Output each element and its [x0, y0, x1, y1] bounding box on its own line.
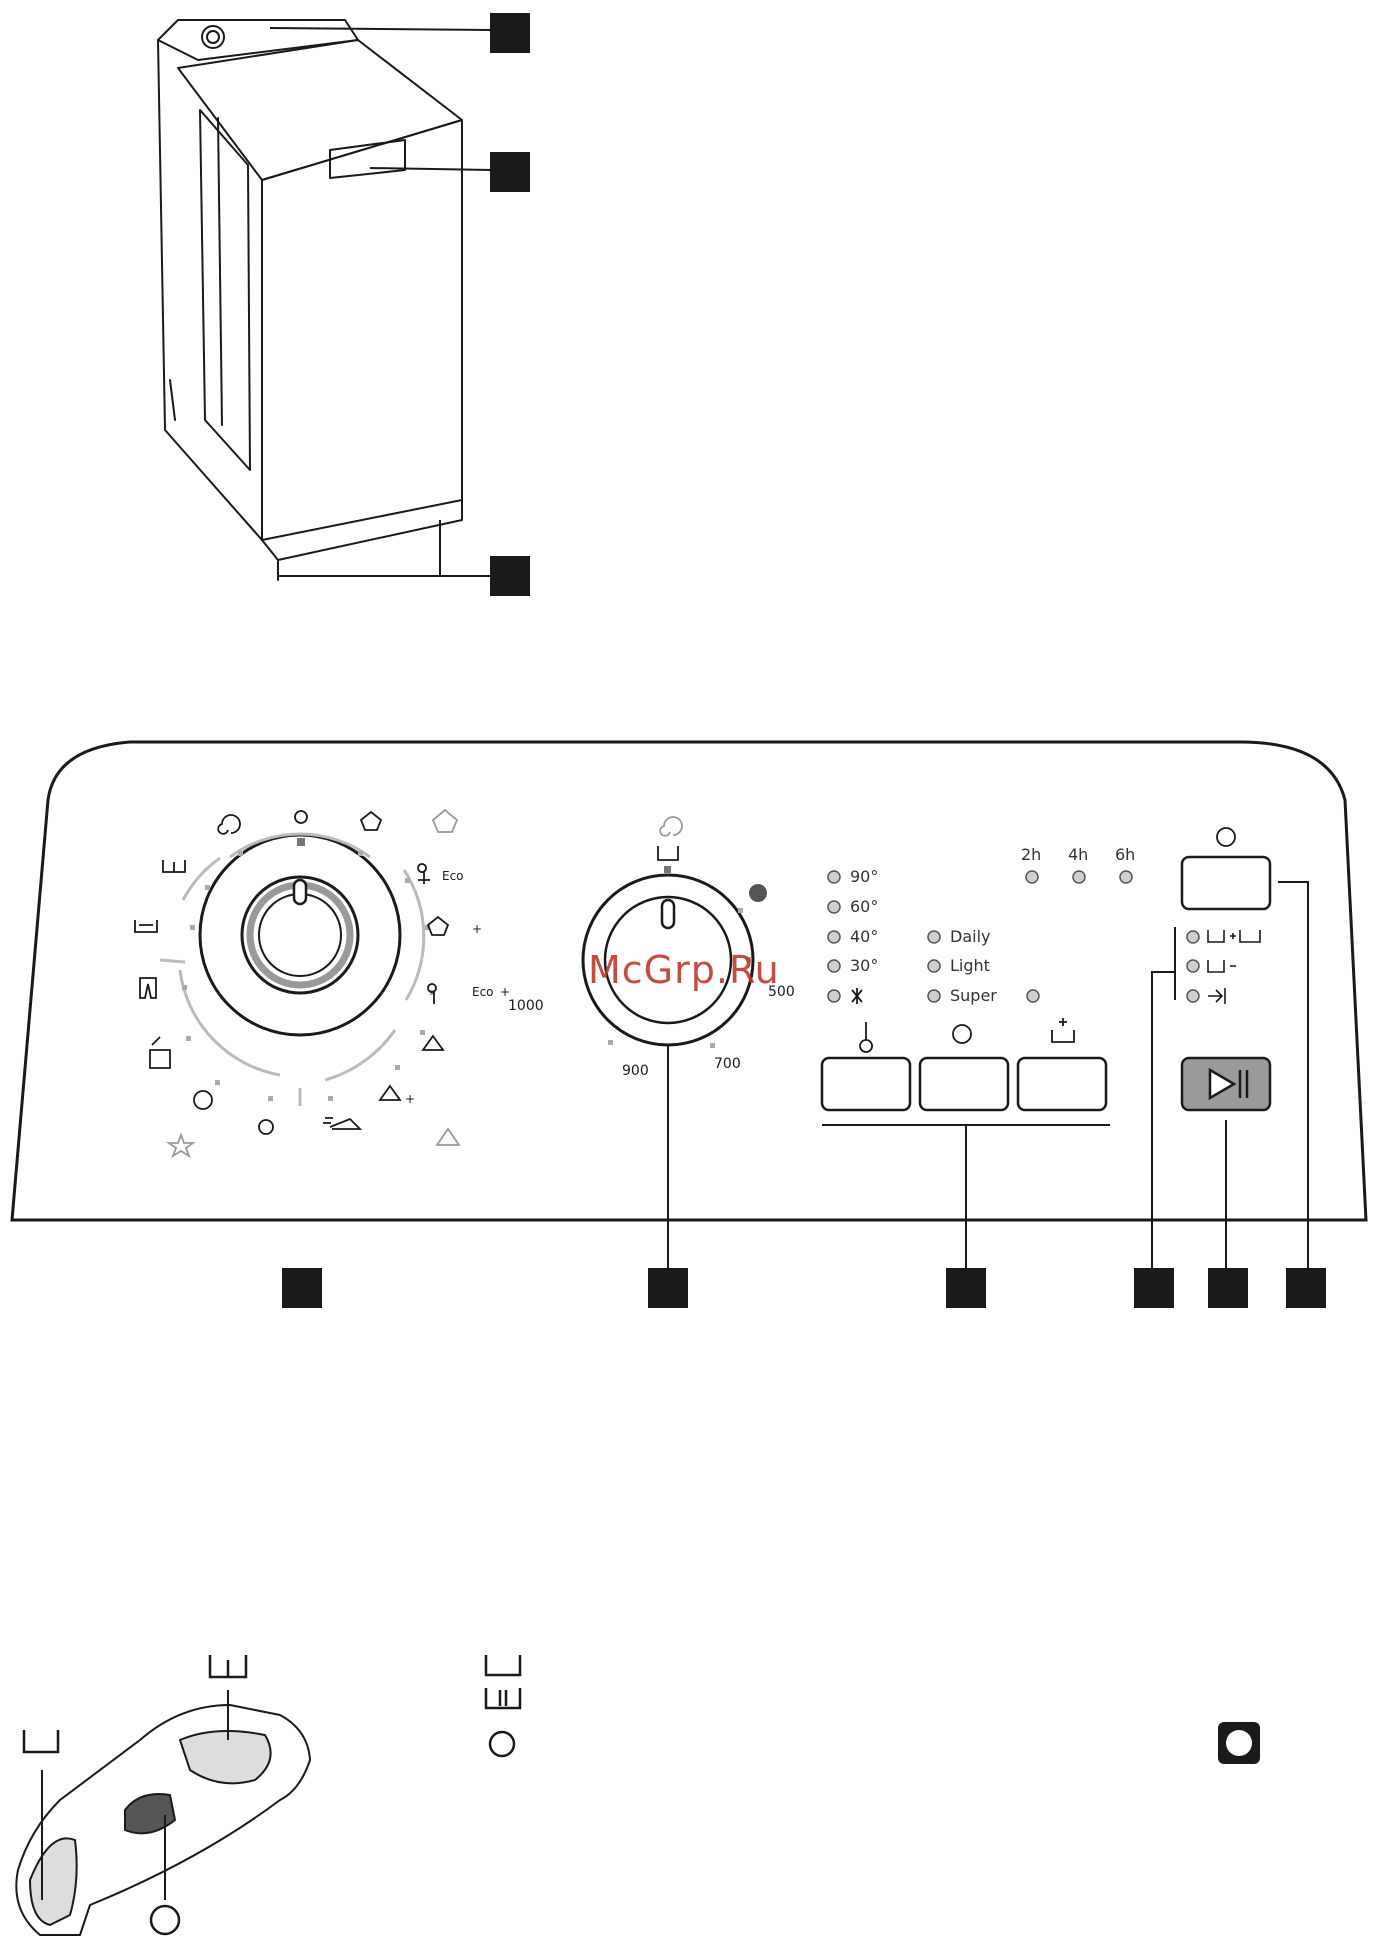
- main-wash-compartment-icon: [208, 1655, 248, 1679]
- off-icon: [294, 810, 308, 824]
- spin-icon: [659, 816, 683, 837]
- cotton-icon: [359, 810, 383, 831]
- callout-marker-4: [282, 1268, 322, 1308]
- indicator-leds: [827, 870, 1200, 1003]
- eco-prewash-icon: [427, 983, 437, 1004]
- extra-rinse-button: [1016, 1056, 1108, 1112]
- spin-speed-700: 700: [714, 1056, 741, 1072]
- machine-knob: [201, 25, 225, 49]
- callout-marker-9: [1286, 1268, 1326, 1308]
- extra-rinse-icon: [1051, 1018, 1075, 1043]
- spin-icon: [217, 814, 241, 835]
- control-panel-figure: [10, 740, 1368, 1275]
- softener-compartment: [124, 1793, 176, 1835]
- legend-main-wash-icon: [484, 1688, 522, 1710]
- delay-start-button: [1180, 855, 1272, 911]
- callout-marker-3: [490, 556, 530, 596]
- temp-30: 30°: [850, 956, 879, 975]
- temperature-button: [820, 1056, 912, 1112]
- temp-40: 40°: [850, 927, 879, 946]
- spin-speed-900: 900: [622, 1063, 649, 1079]
- option-daily: Daily: [950, 927, 991, 946]
- machine-front: [261, 119, 463, 541]
- spin-speed-dial: [581, 816, 767, 1275]
- callout-line-2: [369, 167, 493, 171]
- side-panel: [199, 109, 251, 471]
- panel-outline: [10, 740, 1368, 1222]
- rinse-spin-option-icon: [1207, 960, 1236, 973]
- prewash-compartment: [29, 1837, 78, 1926]
- eco-icon: [417, 863, 430, 884]
- callout-marker-7: [1134, 1268, 1174, 1308]
- callout-marker-5: [648, 1268, 688, 1308]
- program-label-plus-3: +: [405, 1092, 416, 1106]
- drain-icon: [162, 860, 186, 873]
- callout-line-1: [269, 27, 491, 31]
- prewash-compartment-icon: [22, 1730, 60, 1754]
- cold-wash-icon: [851, 988, 863, 1004]
- delay-6h: 6h: [1115, 845, 1136, 864]
- machine-top-panel: [157, 19, 359, 61]
- delay-start-icon: [1216, 827, 1236, 847]
- program-label-eco-1: Eco: [442, 869, 464, 883]
- rinse-hold-icon: [749, 884, 767, 902]
- max-level-circle-icon: [1226, 1730, 1252, 1756]
- lid-handle: [329, 139, 406, 179]
- handwash-icon: [149, 1036, 171, 1069]
- spin-speed-1000: 1000: [508, 998, 544, 1014]
- dispenser-outline: [15, 1704, 311, 1936]
- cotton-light-icon: [431, 808, 459, 833]
- program-label-plus-1: +: [472, 922, 483, 936]
- main-wash-compartment: [179, 1730, 272, 1785]
- skip-option-icon: [1208, 988, 1226, 1004]
- program-dial: [134, 808, 461, 1159]
- synthetics-light-icon: [435, 1127, 461, 1146]
- delay-4h: 4h: [1068, 845, 1089, 864]
- program-label-eco-2: Eco: [472, 985, 494, 999]
- legend-prewash-icon: [484, 1655, 522, 1677]
- dispenser-figure: [15, 1655, 1260, 1936]
- callout-line-3: [278, 520, 441, 577]
- option-light: Light: [950, 956, 990, 975]
- start-pause-icon: [1208, 1067, 1249, 1101]
- machine-lid: [177, 39, 463, 181]
- watermark: McGrp.Ru: [588, 948, 780, 992]
- softener-icon: [149, 1904, 181, 1936]
- time-saving-icon: [952, 1024, 972, 1044]
- easy-iron-icon: [323, 1117, 363, 1130]
- no-spin-icon: [657, 846, 679, 861]
- synthetics-prewash-icon: [378, 1084, 402, 1101]
- callout-marker-6: [946, 1268, 986, 1308]
- callout-marker-8: [1208, 1268, 1248, 1308]
- cotton-prewash-icon: [426, 915, 450, 936]
- time-saving-button: [918, 1056, 1010, 1112]
- jeans-icon: [139, 977, 157, 999]
- synthetics-icon: [421, 1034, 445, 1051]
- delicates-icon: [258, 1119, 274, 1135]
- prewash-option-icon: [1207, 930, 1261, 943]
- delay-2h: 2h: [1021, 845, 1042, 864]
- spin-speed-500: 500: [768, 984, 795, 1000]
- washing-machine-figure: [157, 19, 493, 581]
- option-super: Super: [950, 986, 997, 1005]
- star-icon: [166, 1132, 196, 1159]
- legend-softener-icon: [488, 1730, 516, 1758]
- temp-90: 90°: [850, 867, 879, 886]
- temperature-icon: [859, 1022, 873, 1053]
- temp-60: 60°: [850, 897, 879, 916]
- program-label-plus-2: +: [500, 985, 511, 999]
- machine-side-left: [157, 39, 263, 541]
- callout-marker-1: [490, 13, 530, 53]
- wool-icon: [193, 1090, 213, 1110]
- rinse-icon: [134, 920, 158, 933]
- callout-marker-2: [490, 152, 530, 192]
